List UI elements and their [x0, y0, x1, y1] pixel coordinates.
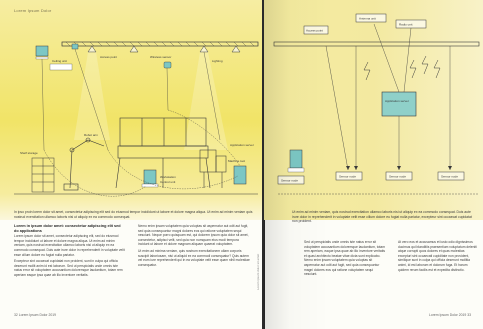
left-page: Lorem Ipsum Dolor — [0, 0, 263, 317]
ceiling-lamp-icon — [87, 45, 97, 53]
sensor-node-box — [277, 175, 305, 185]
network-diagram: Antenna unit Radio unit Access point App… — [273, 13, 480, 195]
label-sensor-node: Sensor node — [389, 175, 406, 179]
label-workstation: Workstation — [160, 175, 176, 179]
sensor-node-box — [385, 171, 413, 181]
ceiling-lamp-icon — [231, 45, 241, 53]
machine-tool-icon — [199, 149, 227, 188]
ceiling-lamp-icon — [199, 45, 209, 53]
paragraph: Ut enim ad minima veniam, quis nostrum e… — [138, 248, 250, 267]
label-machine-tool: Machine tool — [228, 159, 245, 163]
label-wireless-sensor: Wireless sensor — [150, 55, 171, 59]
ceiling-beam — [273, 41, 480, 47]
paragraph: Excepteur sint occaecat cupidatat non pr… — [14, 259, 123, 277]
paragraph: Sed ut perspiciatis unde omnis iste natu… — [304, 240, 386, 277]
article-subheading: Lorem in ipsum dolor amet: consectetur a… — [14, 224, 121, 233]
label-application-server: Application server — [230, 143, 254, 147]
label-server: Application server — [385, 99, 409, 103]
left-illustration-background — [0, 0, 263, 220]
label-lighting: Lighting — [212, 59, 223, 63]
left-page-footer: 32 Lorem Ipsum Dolor 2019 — [14, 313, 57, 317]
wireless-sensor-icon — [163, 61, 172, 69]
label-access-point-right: Access point — [306, 29, 323, 33]
label-antenna-unit: Antenna unit — [359, 17, 376, 21]
ceiling-unit-icon — [35, 45, 49, 57]
right-caption: Ut enim ad minim veniam, quis nostrud ex… — [292, 210, 472, 224]
paragraph: Nemo enim ipsam voluptatem quia voluptas… — [138, 224, 249, 247]
shelf-storage-icon — [31, 157, 55, 193]
right-column-2: At vero eos et accusamus et iusto odio d… — [398, 240, 478, 274]
paragraph: At vero eos et accusamus et iusto odio d… — [398, 240, 477, 272]
left-caption: In ipso proin lorem dolor sit amet, cons… — [14, 210, 253, 219]
label-ceiling-unit: Ceiling unit — [52, 59, 67, 63]
ceiling-beam — [61, 41, 259, 47]
access-point-box — [303, 25, 329, 35]
label-radio-unit: Radio unit — [399, 23, 413, 27]
section-header: Lorem Ipsum Dolor — [14, 8, 52, 13]
label-control-unit: Control unit — [160, 180, 176, 184]
sensor-node-box — [335, 171, 363, 181]
label-sensor-node: Sensor node — [281, 179, 298, 183]
book-gutter — [262, 0, 265, 329]
label-access-point: Access point — [100, 55, 117, 59]
vertical-note: Lorem ipsum dolor sit amet — [256, 253, 260, 290]
server-icon — [233, 165, 247, 185]
application-server-box — [381, 91, 417, 117]
factory-illustration: Ceiling unit Access point Wireless senso… — [14, 41, 259, 197]
left-column-1: Lorem in ipsum dolor amet: consectetur a… — [14, 224, 126, 280]
left-column-2: Nemo enim ipsam voluptatem quia voluptas… — [138, 224, 250, 269]
label-robot-arm: Robot arm — [84, 133, 99, 137]
right-page: Antenna unit Radio unit Access point App… — [264, 0, 483, 329]
label-sensor-node: Sensor node — [441, 175, 458, 179]
label-sensor-node: Sensor node — [339, 175, 356, 179]
right-column-1: Sed ut perspiciatis unde omnis iste natu… — [304, 240, 386, 279]
wireless-signal-icon — [363, 55, 441, 81]
ceiling-lamp-icon — [129, 45, 139, 53]
access-point-icon — [71, 43, 79, 50]
robot-arm-icon — [63, 137, 105, 191]
paragraph: Lorem ipsum dolor sit amet, consectetur … — [14, 234, 125, 257]
label-shelf-storage: Shelf storage — [20, 151, 38, 155]
device-icon — [289, 149, 303, 169]
right-page-footer: Lorem Ipsum Dolor 2019 33 — [428, 313, 471, 317]
antenna-unit-box — [355, 13, 387, 23]
sensor-node-box — [437, 171, 465, 181]
